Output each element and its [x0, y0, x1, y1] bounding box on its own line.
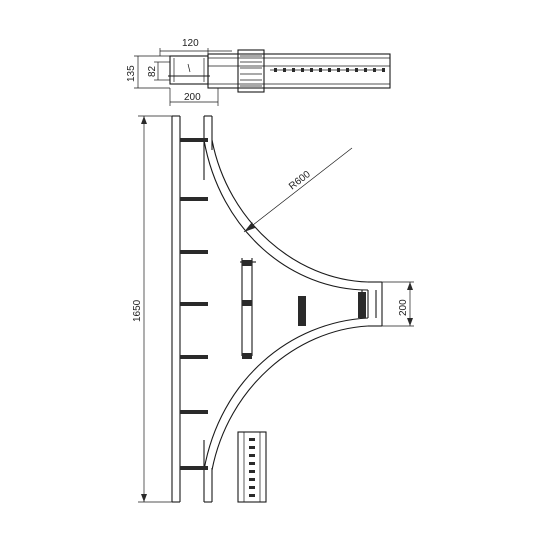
- ladder-rung: [180, 355, 208, 359]
- strip-hole: [310, 68, 313, 72]
- strip-hole: [373, 68, 376, 72]
- dim-section-height: 135: [126, 65, 137, 82]
- main-dimensions: 1650 R600 200: [132, 115, 414, 503]
- strip-hole: [319, 68, 322, 72]
- ladder-rung: [180, 410, 208, 414]
- strip-hole: [355, 68, 358, 72]
- dim-branch-width: 200: [398, 299, 409, 316]
- ladder-rung: [180, 250, 208, 254]
- strip-hole: [382, 68, 385, 72]
- ladder-rung: [180, 302, 208, 306]
- strip-hole: [301, 68, 304, 72]
- strip-hole: [337, 68, 340, 72]
- plate-slot: [249, 494, 255, 497]
- strip-hole: [283, 68, 286, 72]
- ladder-rung: [180, 138, 208, 142]
- ladder-rung: [242, 260, 252, 266]
- connector-plate: [237, 431, 267, 503]
- plate-slot: [249, 438, 255, 441]
- dim-total-length: 1650: [132, 299, 143, 322]
- strip-hole: [346, 68, 349, 72]
- tee-piece-plan: [171, 115, 383, 503]
- side-view-strip: [207, 49, 391, 93]
- strip-hole: [364, 68, 367, 72]
- dim-section-width: 120: [182, 38, 199, 49]
- ladder-rung: [242, 300, 252, 306]
- plate-slot: [249, 462, 255, 465]
- strip-hole: [328, 68, 331, 72]
- plate-slot: [249, 446, 255, 449]
- ladder-rung: [242, 353, 252, 359]
- plate-slot: [249, 478, 255, 481]
- ladder-rung: [180, 197, 208, 201]
- plate-slot: [249, 470, 255, 473]
- dim-section-base: 200: [184, 92, 201, 103]
- cross-section-view: 120 135 82 200: [126, 38, 232, 106]
- strip-hole: [274, 68, 277, 72]
- strip-hole: [292, 68, 295, 72]
- plate-slot: [249, 454, 255, 457]
- plate-slot: [249, 486, 255, 489]
- dim-section-inner-height: 82: [147, 65, 158, 77]
- ladder-rung: [180, 466, 208, 470]
